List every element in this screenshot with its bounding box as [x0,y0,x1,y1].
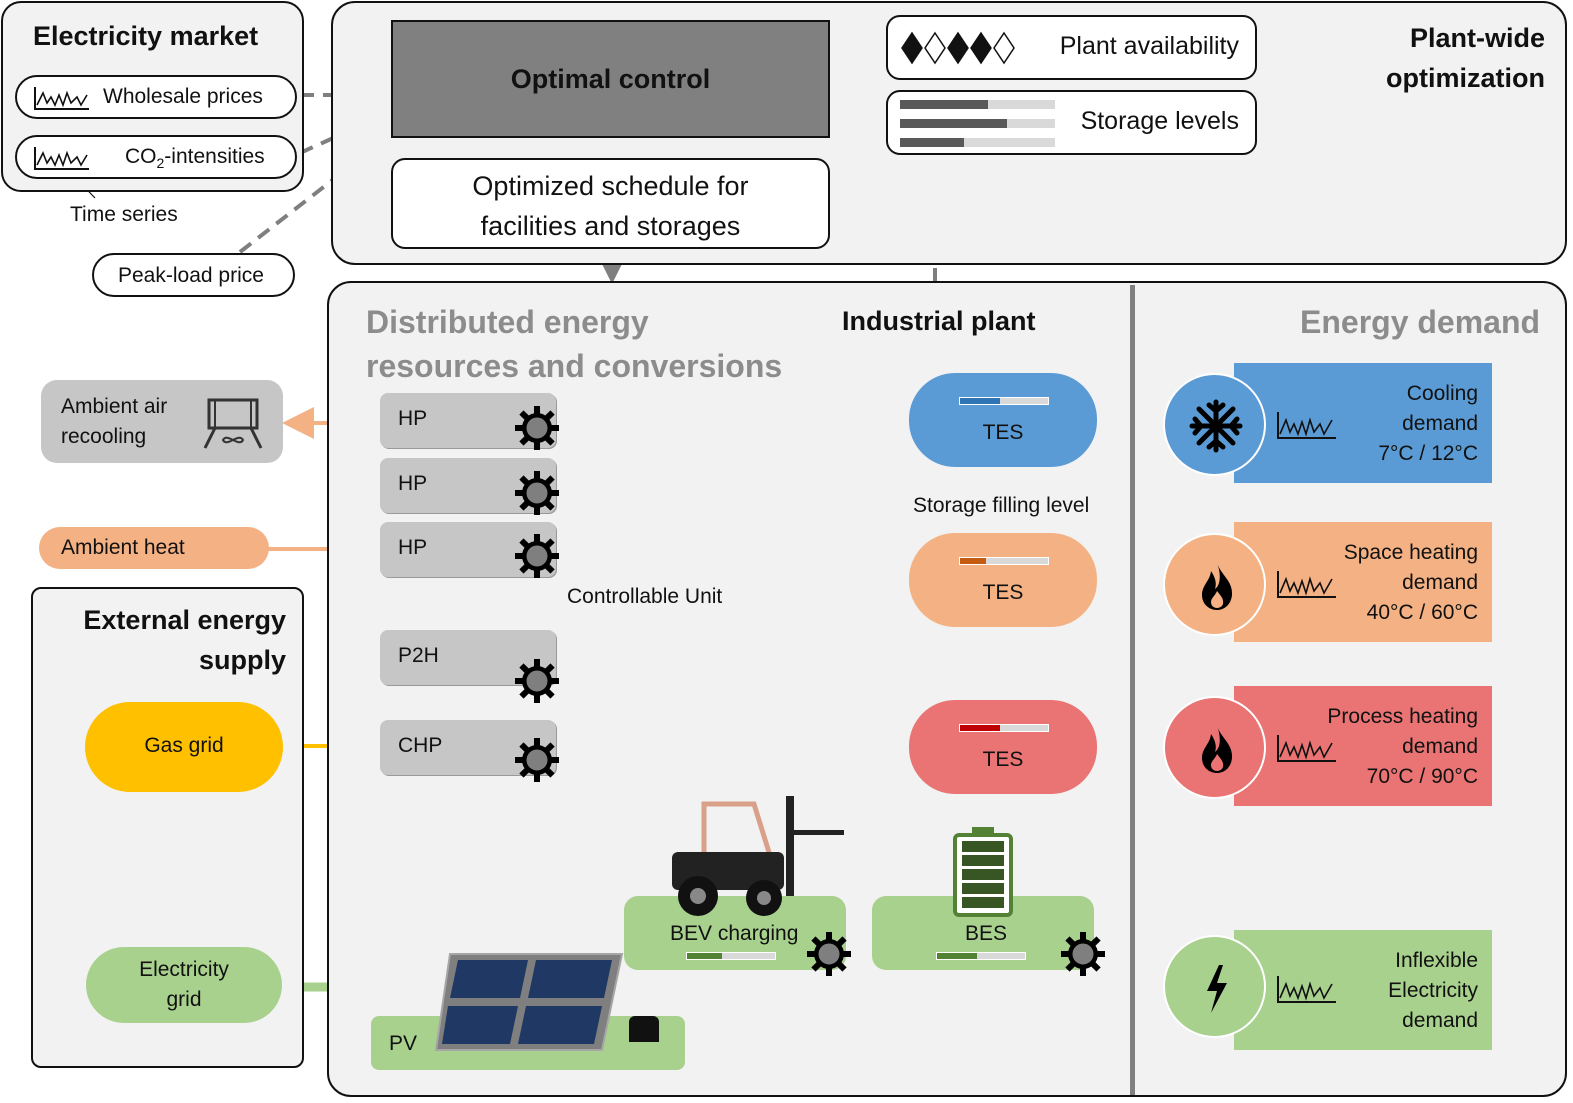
time-series-icon [34,87,89,110]
gear-icon [515,471,559,515]
space-heating-circle [1163,533,1266,636]
bes-level [936,952,1026,960]
bev-charging-level [686,952,776,960]
cooling-demand-box: Cooling demand 7°C / 12°C [1234,363,1492,483]
gear-icon [1061,932,1105,976]
time-series-icon [1277,976,1336,1003]
process-heating-circle [1163,696,1266,799]
ambient-air-recooling-box: Ambient air recooling [41,380,283,463]
plant-availability-box: Plant availability [886,15,1257,80]
storage-levels-box: Storage levels [886,90,1257,155]
plant-availability-label: Plant availability [1059,32,1239,60]
solar-panel-icon [434,953,624,1051]
electricity-market-panel: Electricity market Wholesale prices CO2-… [1,1,304,192]
bev-charging-box: BEV charging [624,896,846,970]
process-heating-demand-box: Process heating demand 70°C / 90°C [1234,686,1492,806]
optimal-control-label: Optimal control [510,64,711,94]
space-heating-demand-box: Space heating demand 40°C / 60°C [1234,522,1492,642]
wholesale-prices-label: Wholesale prices [103,85,263,108]
snowflake-icon [1189,399,1243,453]
time-series-label: Time series [70,203,178,226]
peak-load-price-label: Peak-load price [118,264,264,287]
gear-icon [515,534,559,578]
storage-levels-label: Storage levels [1080,107,1239,135]
controllable-unit-label: Controllable Unit [567,585,723,608]
energy-demand-title: Energy demand [1300,304,1541,340]
gear-icon [807,932,851,976]
time-series-icon [34,147,89,170]
inflexible-demand-box: Inflexible Electricity demand [1234,930,1492,1050]
der-title: Distributed energy resources and convers… [366,304,783,384]
plant-divider [1130,285,1135,1095]
gear-icon [515,406,559,450]
storage-level-bar [900,100,1055,109]
optimized-schedule-box: Optimized schedule for facilities and st… [391,158,830,249]
time-series-icon [1277,735,1336,762]
lightning-icon [1207,965,1227,1013]
electricity-market-title: Electricity market [33,21,259,51]
forklift-icon [672,796,844,916]
storage-filling-level-label: Storage filling level [913,494,1090,517]
electricity-demand-circle [1163,935,1266,1038]
flame-icon [1202,726,1233,773]
tes-cooling-level [959,397,1049,405]
tes-cooling: TES [909,373,1097,467]
wholesale-prices-box: Wholesale prices [15,75,297,119]
storage-level-bar [900,119,1055,128]
gear-icon [515,738,559,782]
peak-load-arrow [238,135,391,254]
plant-wide-title: Plant-wide optimization [1386,23,1545,93]
optimal-control-box: Optimal control [391,20,830,138]
availability-diamonds [900,31,1020,65]
gas-grid-box: Gas grid [85,702,283,792]
storage-level-bars [900,100,1055,150]
available-diamond-icon [970,31,992,65]
gear-icon [515,659,559,703]
cooling-tower-icon [203,398,263,449]
available-diamond-icon [947,31,969,65]
inverter-icon [629,1016,659,1042]
industrial-plant-title: Industrial plant [842,306,1036,336]
tes-space-heating-level [959,557,1049,565]
flame-icon [1202,563,1233,610]
co2-intensities-label: CO2-intensities [125,145,265,172]
available-diamond-icon [901,31,923,65]
time-series-icon [1277,412,1336,439]
co2-intensities-box: CO2-intensities [15,135,297,179]
bes-label: BES [965,922,1008,945]
external-supply-title: External energy supply [83,605,286,675]
unavailable-diamond-icon [993,31,1015,65]
tes-process-heating-level [959,724,1049,732]
storage-level-bar [900,138,1055,147]
unavailable-diamond-icon [924,31,946,65]
peak-load-price-box: Peak-load price [92,253,295,297]
time-series-icon [1277,571,1336,598]
pv-label: PV [389,1032,418,1055]
ambient-heat-box: Ambient heat [39,527,269,569]
snowflake-circle [1163,373,1266,476]
tes-process-heating: TES [909,700,1097,794]
bev-charging-label: BEV charging [670,922,799,945]
electricity-grid-box: Electricity grid [86,947,282,1023]
battery-icon [953,827,1013,917]
tes-space-heating: TES [909,533,1097,627]
